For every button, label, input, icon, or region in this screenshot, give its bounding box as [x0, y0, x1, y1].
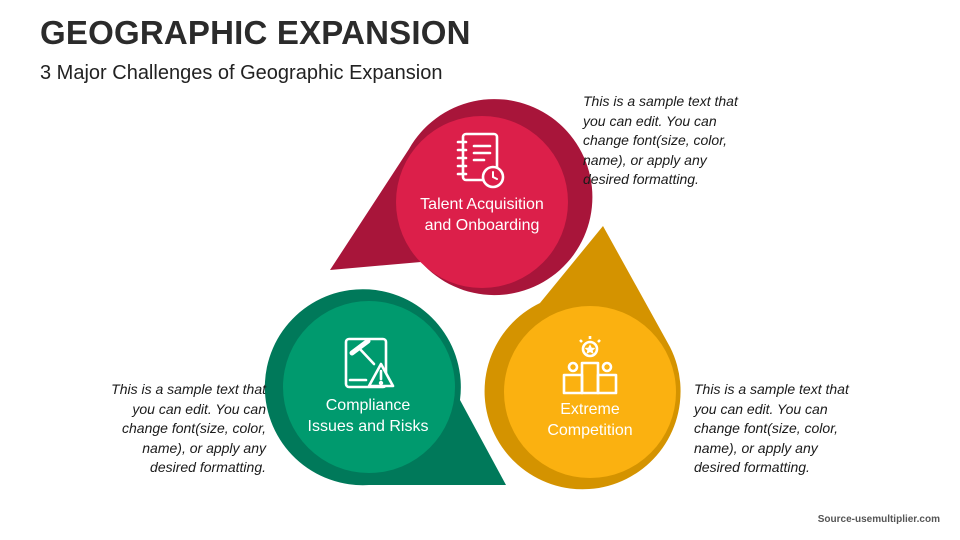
description-competition: This is a sample text that you can edit.…	[694, 381, 849, 475]
page-title: GEOGRAPHIC EXPANSION	[40, 14, 471, 51]
label-compliance-line2: Issues and Risks	[307, 418, 429, 435]
label-compliance-line1: Compliance	[325, 397, 411, 414]
page-subtitle: 3 Major Challenges of Geographic Expansi…	[40, 62, 443, 84]
label-talent-acquisition: Talent Acquisition and Onboarding	[397, 194, 567, 236]
description-compliance: This is a sample text that you can edit.…	[111, 381, 266, 475]
teardrop-competition	[484, 226, 681, 490]
label-talent-line1: Talent Acquisition	[420, 196, 544, 213]
label-talent-line2: and Onboarding	[424, 217, 540, 234]
label-competition-line1: Extreme	[560, 401, 620, 418]
teardrop-compliance	[264, 289, 506, 486]
podium-star-icon	[562, 336, 618, 395]
label-competition-line2: Competition	[547, 422, 633, 439]
description-talent-acquisition: This is a sample text that you can edit.…	[583, 93, 738, 187]
resume-clock-icon	[456, 132, 505, 189]
gavel-warning-icon	[344, 337, 395, 389]
source-credit: Source-usemultiplier.com	[817, 514, 940, 525]
label-compliance: Compliance Issues and Risks	[283, 395, 453, 437]
label-competition: Extreme Competition	[505, 399, 675, 441]
circle-talent	[396, 116, 568, 288]
teardrop-talent-acquisition	[330, 99, 593, 296]
